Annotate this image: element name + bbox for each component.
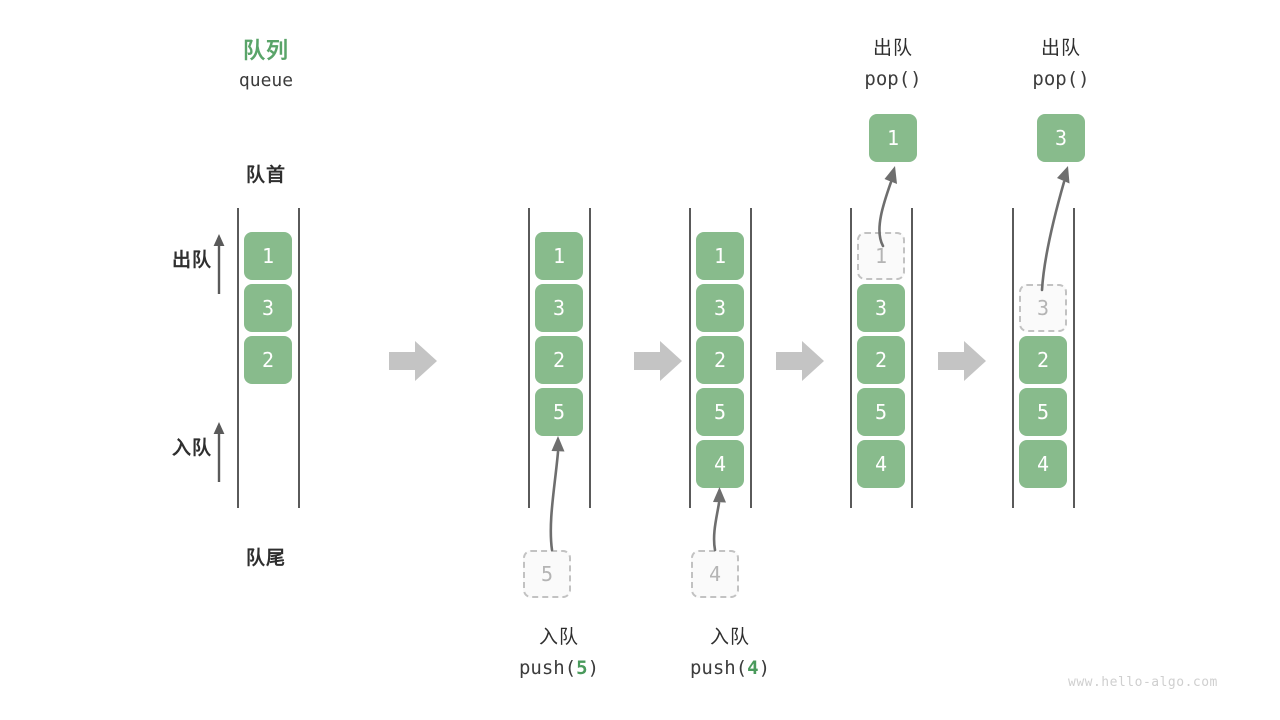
curved-arrow-icon-pop-3 [1040, 166, 1070, 292]
arrow-up-icon-pop [213, 234, 225, 294]
queue-rail-left-3 [689, 208, 691, 508]
queue-rail-right-1 [298, 208, 300, 508]
incoming-ghost-cell: 5 [523, 550, 571, 598]
queue-cell: 2 [696, 336, 744, 384]
code-prefix: push( [518, 657, 577, 679]
queue-rail-left-4 [850, 208, 852, 508]
popped-value-cell: 3 [1037, 114, 1085, 162]
push-direction-label: 入队 [171, 438, 212, 459]
queue-cell: 5 [1019, 388, 1067, 436]
queue-cell: 2 [244, 336, 292, 384]
queue-cell-new: 4 [696, 440, 744, 488]
code-prefix: push( [689, 657, 748, 679]
queue-cell: 5 [857, 388, 905, 436]
push-4-caption-code: push(4) [650, 657, 810, 679]
arrow-up-icon-push [213, 422, 225, 482]
queue-cell: 1 [244, 232, 292, 280]
pop-3-caption-cn: 出队 [1040, 38, 1081, 59]
queue-cell: 3 [696, 284, 744, 332]
pop-1-caption-code: pop() [813, 68, 973, 90]
push-5-caption-cn: 入队 [538, 627, 579, 648]
flow-arrow-right-icon [389, 341, 437, 381]
queue-cell: 2 [535, 336, 583, 384]
pop-1-caption-cn: 出队 [872, 38, 913, 59]
flow-arrow-right-icon [776, 341, 824, 381]
code-suffix: ) [910, 68, 922, 90]
queue-rail-right-4 [911, 208, 913, 508]
code-prefix: pop( [864, 68, 911, 90]
queue-cell: 2 [1019, 336, 1067, 384]
pop-3-caption-code: pop() [981, 68, 1141, 90]
diagram-title-cn: 队列 [242, 38, 289, 63]
queue-cell: 3 [857, 284, 905, 332]
code-suffix: ) [758, 657, 771, 679]
queue-cell: 1 [535, 232, 583, 280]
queue-rail-left-2 [528, 208, 530, 508]
queue-cell: 1 [696, 232, 744, 280]
queue-rail-right-5 [1073, 208, 1075, 508]
queue-rail-right-3 [750, 208, 752, 508]
queue-cell: 4 [1019, 440, 1067, 488]
queue-rail-right-2 [589, 208, 591, 508]
incoming-ghost-cell: 4 [691, 550, 739, 598]
pop-direction-label: 出队 [171, 250, 212, 271]
queue-cell: 4 [857, 440, 905, 488]
code-suffix: ) [587, 657, 600, 679]
code-prefix: pop( [1032, 68, 1079, 90]
code-suffix: ) [1078, 68, 1090, 90]
curved-arrow-icon-push-5 [549, 436, 565, 552]
flow-arrow-right-icon [938, 341, 986, 381]
popped-value-cell: 1 [869, 114, 917, 162]
watermark: www.hello-algo.com [1068, 675, 1218, 690]
queue-head-label: 队首 [245, 165, 286, 186]
code-arg: 4 [747, 657, 759, 679]
queue-cell: 3 [244, 284, 292, 332]
code-arg: 5 [576, 657, 588, 679]
queue-rail-left-5 [1012, 208, 1014, 508]
diagram-title-en: queue [238, 70, 294, 91]
push-4-caption-cn: 入队 [709, 627, 750, 648]
curved-arrow-icon-push-4 [712, 487, 726, 552]
curved-arrow-icon-pop-1 [878, 166, 897, 248]
queue-cell: 5 [696, 388, 744, 436]
queue-cell: 3 [535, 284, 583, 332]
queue-cell: 2 [857, 336, 905, 384]
flow-arrow-right-icon [634, 341, 682, 381]
queue-cell-new: 5 [535, 388, 583, 436]
queue-tail-label: 队尾 [245, 548, 286, 569]
push-5-caption-code: push(5) [479, 657, 639, 679]
queue-rail-left-1 [237, 208, 239, 508]
queue-cell-removed: 3 [1019, 284, 1067, 332]
